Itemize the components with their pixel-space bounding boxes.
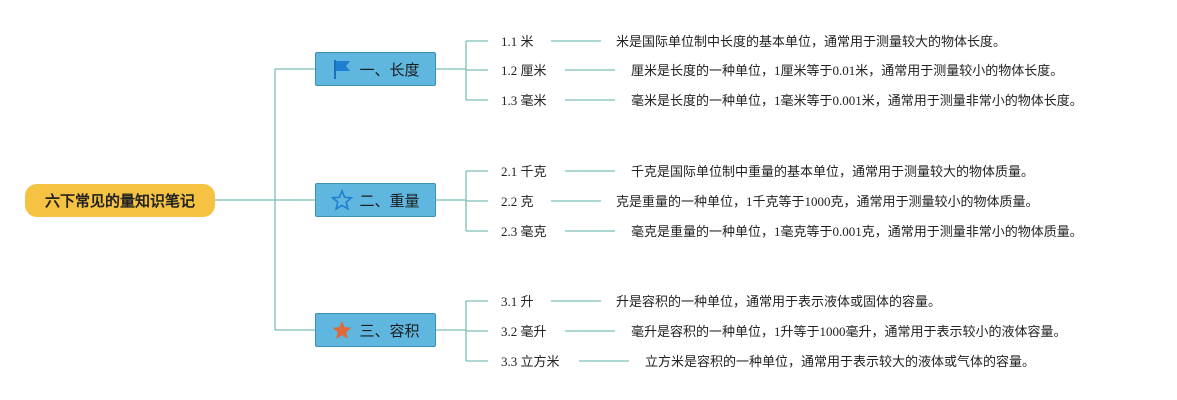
category-label: 一、长度 (359, 60, 420, 79)
subtopic-description: 立方米是容积的一种单位，通常用于表示较大的液体或气体的容量。 (645, 354, 1036, 369)
subtopic-label: 1.2 厘米 (501, 63, 547, 78)
subtopic-description: 毫克是重量的一种单位，1毫克等于0.001克，通常用于测量非常小的物体质量。 (631, 224, 1083, 239)
subtopic-description: 千克是国际单位制中重量的基本单位，通常用于测量较大的物体质量。 (631, 164, 1035, 179)
subtopic-label: 2.2 克 (501, 194, 534, 209)
star-outline-icon (331, 189, 354, 211)
star-filled-icon (331, 319, 353, 341)
subtopic-description: 克是重量的一种单位，1千克等于1000克，通常用于测量较小的物体质量。 (616, 194, 1039, 209)
category-node-length: 一、长度 (315, 52, 436, 86)
flag-icon (331, 58, 353, 80)
category-label: 三、容积 (359, 321, 420, 340)
category-node-volume: 三、容积 (315, 313, 436, 347)
root-label: 六下常见的量知识笔记 (44, 192, 195, 210)
subtopic-description: 升是容积的一种单位，通常用于表示液体或固体的容量。 (616, 294, 942, 309)
subtopic-description: 米是国际单位制中长度的基本单位，通常用于测量较大的物体长度。 (616, 34, 1007, 49)
subtopic-label: 3.2 毫升 (501, 324, 547, 339)
subtopic-description: 毫米是长度的一种单位，1毫米等于0.001米，通常用于测量非常小的物体长度。 (631, 93, 1083, 108)
subtopic-label: 1.1 米 (501, 34, 534, 49)
subtopic-description: 毫升是容积的一种单位，1升等于1000毫升，通常用于表示较小的液体容量。 (631, 324, 1067, 339)
subtopic-label: 1.3 毫米 (501, 93, 547, 108)
category-node-weight: 二、重量 (315, 183, 436, 217)
category-label: 二、重量 (359, 191, 420, 210)
subtopic-label: 3.3 立方米 (501, 354, 560, 369)
root-node: 六下常见的量知识笔记 (25, 184, 215, 217)
subtopic-label: 2.1 千克 (501, 164, 547, 179)
subtopic-description: 厘米是长度的一种单位，1厘米等于0.01米，通常用于测量较小的物体长度。 (631, 63, 1064, 78)
subtopic-label: 3.1 升 (501, 294, 534, 309)
connector-group (215, 40, 629, 362)
subtopic-label: 2.3 毫克 (501, 224, 547, 239)
